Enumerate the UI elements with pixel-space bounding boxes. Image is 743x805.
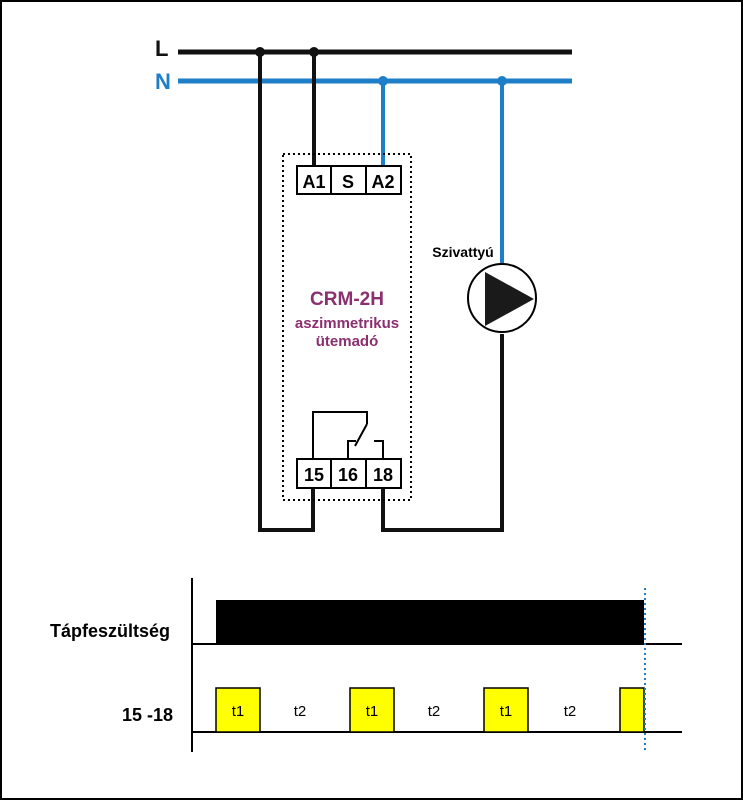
- live-line-label: L: [155, 36, 168, 61]
- terminal-s-label: S: [342, 172, 354, 192]
- pulse-t1-1: [215, 687, 261, 733]
- terminal-16-label: 16: [338, 465, 358, 485]
- bottom-terminal-block: 15 16 18: [296, 458, 402, 489]
- pause-t2-3-label: t2: [564, 703, 577, 720]
- terminal-15: [296, 458, 332, 489]
- pulse-t1-1-label: t1: [232, 703, 245, 720]
- pump-triangle-icon: [485, 272, 534, 326]
- top-terminal-block: A1 S A2: [296, 165, 402, 195]
- contact-label: 15 -18: [122, 705, 173, 725]
- pulse-partial: [619, 687, 645, 733]
- junction-l-2: [309, 47, 319, 57]
- pause-t2-1-label: t2: [294, 703, 307, 720]
- supply-label: Tápfeszültség: [50, 621, 170, 641]
- contact-nc: [347, 440, 356, 459]
- terminal-18: [365, 458, 402, 489]
- junction-n-1: [378, 76, 388, 86]
- relay-contact-symbol: [312, 411, 384, 459]
- wire-pump-to-18: [381, 334, 504, 532]
- neutral-line-label: N: [155, 69, 171, 94]
- terminal-a2: [365, 165, 402, 195]
- device-enclosure: [282, 153, 412, 501]
- contact-no: [374, 440, 384, 459]
- pulse-t1-3: [483, 687, 529, 733]
- junction-l-1: [255, 47, 265, 57]
- supply-on-bar: [216, 600, 644, 644]
- terminal-18-label: 18: [373, 465, 393, 485]
- wire-l-to-15: [258, 52, 315, 532]
- device-name: CRM-2H: [310, 289, 384, 310]
- pulse-t1-3-label: t1: [500, 703, 513, 720]
- junction-n-2: [497, 76, 507, 86]
- contact-common-path: [312, 411, 368, 459]
- device-line2: aszimmetrikus: [295, 315, 399, 332]
- pump-symbol: Szivattyú: [432, 244, 537, 333]
- pulse-t1-2: [349, 687, 395, 733]
- device-line3: ütemadó: [316, 333, 379, 350]
- contact-blade: [354, 423, 368, 447]
- pump-label: Szivattyú: [432, 244, 493, 260]
- terminal-s: [330, 165, 367, 195]
- pulse-t1-2-label: t1: [366, 703, 379, 720]
- terminal-15-label: 15: [304, 465, 324, 485]
- terminal-a1-label: A1: [302, 172, 325, 192]
- terminal-a2-label: A2: [371, 172, 394, 192]
- pause-t2-2-label: t2: [428, 703, 441, 720]
